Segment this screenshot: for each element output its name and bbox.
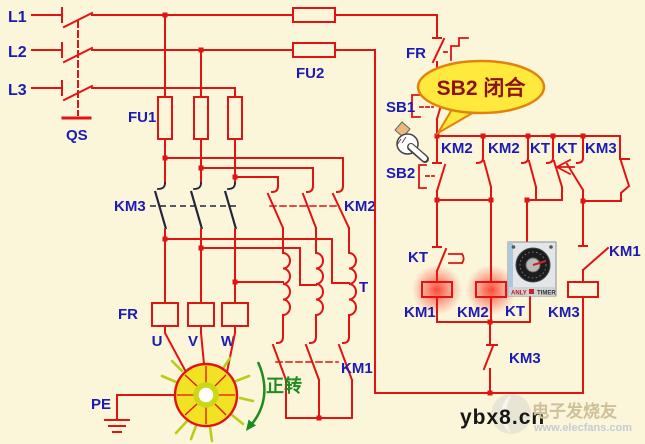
fu1-label: FU1	[128, 109, 156, 126]
watermark-logo-icon	[491, 394, 531, 434]
sb2-label: SB2	[386, 165, 415, 182]
kt-delay-label: KT	[408, 249, 428, 266]
timer-screw-icon	[549, 245, 553, 249]
km3-coil-label: KM3	[548, 304, 580, 321]
terminal-u-label: U	[152, 333, 163, 350]
timer-device: ANLY TIMER	[507, 241, 557, 297]
motor-terminal-labels: U V W	[152, 333, 236, 350]
km3-coil: KM3	[548, 281, 599, 321]
callout-bubble: SB2 闭合	[416, 59, 546, 136]
sb2-button: SB2	[386, 135, 447, 201]
row-km2-2-label: KM2	[488, 140, 520, 157]
pe-ground: PE	[91, 394, 176, 433]
km1-main-contacts: KM1	[271, 314, 373, 419]
km2-coil-label: KM2	[457, 304, 489, 321]
transformer-label: T	[359, 279, 368, 296]
fu1-fuses: FU1	[128, 14, 243, 178]
fu2-fuses: FU2	[292, 7, 336, 82]
km2-main-label: KM2	[344, 198, 376, 215]
sb1-label: SB1	[386, 99, 415, 116]
timer-logo-icon	[529, 289, 534, 294]
rotation-arrowhead	[246, 419, 256, 431]
timer-pointer-icon	[532, 260, 547, 266]
qs-switch: QS	[61, 20, 92, 144]
timer-brand-label: ANLY	[511, 291, 527, 297]
km1-main-label: KM1	[341, 360, 373, 377]
timer-screw-icon	[511, 245, 516, 249]
l2-label: L2	[8, 44, 27, 61]
row-contact-km2-2: KM2	[488, 135, 538, 201]
fr-main-label: FR	[118, 306, 138, 323]
motor	[160, 356, 255, 443]
km3-interlock-contact: KM3	[482, 321, 541, 394]
pe-label: PE	[91, 396, 111, 413]
row-contact-km2-1: KM2	[441, 135, 493, 201]
power-lines: L1 L2 L3	[8, 7, 438, 102]
rotation-indicator: 正转	[246, 361, 302, 431]
kt-delay-contact: KT	[408, 199, 465, 283]
km1-aux-contact: KM1	[578, 200, 641, 283]
kt-coil-label: KT	[505, 303, 525, 320]
km3-main-label: KM3	[114, 198, 146, 215]
watermark-url: www.elecfans.com	[533, 422, 632, 434]
timer-model-label: TIMER	[537, 291, 556, 297]
km1-coil-glow	[412, 265, 462, 315]
l3-label: L3	[8, 82, 27, 99]
watermark-site: ybx8.cn	[460, 406, 545, 429]
watermark-brand: 电子发烧友	[532, 401, 617, 421]
watermark: ybx8.cn 电子发烧友 www.elecfans.com	[460, 394, 632, 434]
fu2-label: FU2	[296, 65, 324, 82]
rotation-label: 正转	[266, 375, 302, 396]
fr-control-label: FR	[406, 45, 426, 62]
fr-heater: FR	[118, 302, 249, 327]
junction-dots	[162, 12, 586, 421]
row-contact-kt-1: KT	[530, 135, 564, 201]
callout-text: SB2 闭合	[437, 76, 527, 100]
qs-label: QS	[66, 127, 88, 144]
row-km2-1-label: KM2	[441, 140, 473, 157]
km1-coil-label: KM1	[404, 304, 436, 321]
km3-interlock-label: KM3	[509, 350, 541, 367]
row-contact-kt-2: KT	[555, 135, 585, 202]
row-km3-label: KM3	[585, 140, 617, 157]
km2-main-contacts: KM2	[266, 184, 376, 254]
row-kt-1-label: KT	[530, 140, 550, 157]
hand-pointer-icon	[394, 121, 429, 163]
row-kt-2-label: KT	[557, 140, 577, 157]
terminal-v-label: V	[188, 333, 198, 350]
km1-aux-label: KM1	[609, 243, 641, 260]
row-contact-km3-nc: KM3	[585, 135, 631, 202]
autotransformer: T	[281, 251, 368, 317]
l1-label: L1	[8, 9, 27, 26]
km2-coil-glow	[466, 265, 516, 315]
